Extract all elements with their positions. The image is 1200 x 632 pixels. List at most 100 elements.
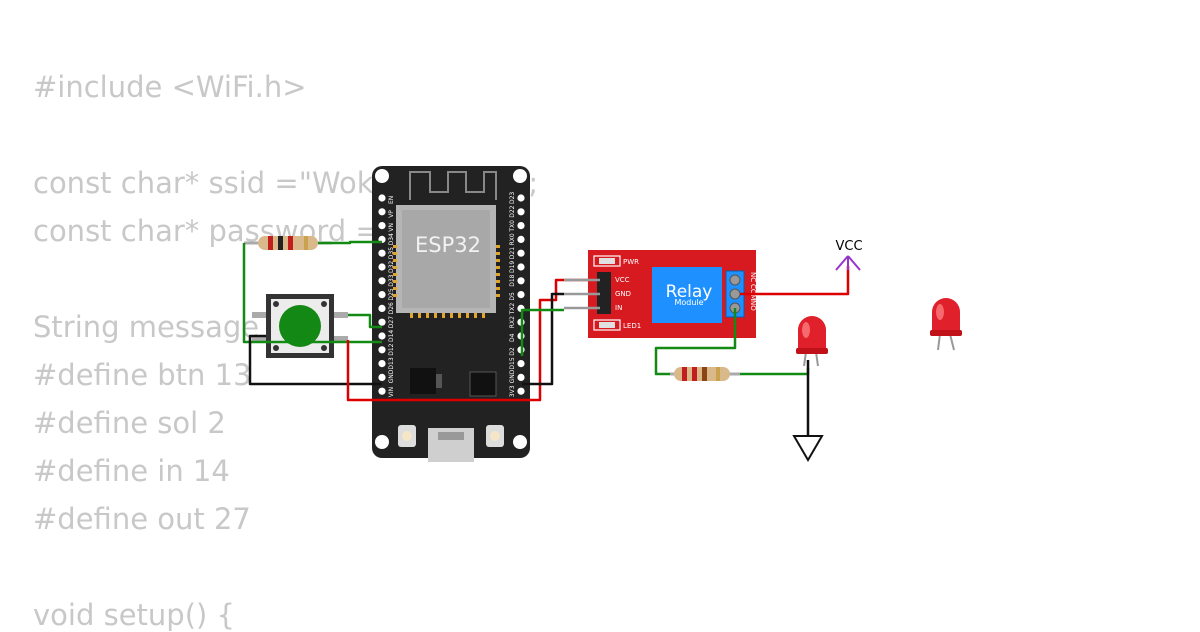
resistor-led [670,367,740,381]
relay-subtitle: Module [674,298,703,307]
esp32-right-pin[interactable] [517,263,525,271]
relay-pin-header [597,272,611,314]
esp32-boot-button[interactable] [486,425,504,447]
esp32-left-pin-label: D14 [388,330,395,342]
esp32-left-pin-label: D25 [388,288,395,300]
esp32-right-pin-label: D21 [509,247,516,259]
relay-pin-vcc-label: VCC [615,276,630,284]
esp32-right-pin[interactable] [517,387,525,395]
code-line: #include <WiFi.h> [33,70,307,104]
esp32-left-pin-label: D32 [388,261,395,273]
esp32-right-pin[interactable] [517,373,525,381]
relay-module[interactable]: Relay Module PWR LED1 VCC GND IN NC COM … [588,250,757,338]
esp32-right-pin-label: RX0 [509,233,516,245]
esp32-left-pin-label: VIN [388,387,395,397]
esp32-right-pin-label: TX2 [509,303,516,316]
esp32-right-pin-label: D2 [509,347,516,356]
relay-block [652,267,722,323]
esp32-right-pin-label: RX2 [509,316,516,328]
esp32-left-pin-label: VP [388,210,395,218]
red-led-1[interactable] [796,316,828,367]
relay-title: Relay [666,282,713,302]
esp32-left-pin[interactable] [378,318,386,326]
push-button-cap[interactable] [279,305,321,347]
esp32-left-pin[interactable] [378,360,386,368]
esp32-left-pin-label: D34 [388,233,395,245]
esp32-left-pin[interactable] [378,222,386,230]
esp32-left-pin[interactable] [378,373,386,381]
wire-green-relay-in [520,308,564,356]
esp32-right-pin-label: D5 [509,292,516,301]
push-button[interactable] [252,294,348,358]
esp32-left-pin-label: EN [388,196,395,204]
esp32-right-pin-label: TX0 [509,220,516,233]
esp32-left-pin-label: D35 [388,247,395,259]
wire-green-resistor-to-esp32 [318,240,382,245]
esp32-chip-label: ESP32 [415,233,481,257]
relay-terminal-com-label: COM [749,284,757,300]
esp32-left-pin[interactable] [378,263,386,271]
esp32-right-pin-label: D22 [509,205,516,217]
relay-led1-label: LED1 [623,322,641,330]
code-line: void setup() { [33,598,235,632]
relay-terminal-no-label: NO [749,300,757,311]
esp32-right-pin-label: D23 [509,192,516,204]
esp32-right-header [517,194,525,395]
esp32-left-pin[interactable] [378,277,386,285]
esp32-left-pin[interactable] [378,387,386,395]
relay-pin-in-label: IN [615,304,622,312]
wire-green-relay-no-to-resistor [654,308,737,376]
esp32-right-pin[interactable] [517,291,525,299]
ground-symbol [792,435,824,462]
esp32-left-pin-label: D33 [388,274,395,286]
code-line: #define sol 2 [33,406,226,440]
wire-green-resistor-to-button [242,243,382,344]
relay-terminal-nc-label: NC [749,272,757,282]
esp32-left-pin-label: D27 [388,316,395,328]
relay-pin-gnd-label: GND [615,290,631,298]
esp32-right-pin-label: D4 [509,333,516,342]
red-led-2[interactable] [930,298,962,351]
esp32-right-pin-label: GND [509,369,516,383]
esp32-right-pin-label: D18 [509,274,516,286]
usb-uart-ic [469,371,497,397]
wire-red-relay-com-to-vcc [740,266,850,296]
code-line: #define in 14 [33,454,230,488]
wire-black-button-gnd [248,334,382,386]
code-line: String message [33,310,260,344]
esp32-left-pin[interactable] [378,332,386,340]
esp32-left-pin[interactable] [378,249,386,257]
esp32-right-pin[interactable] [517,194,525,202]
voltage-regulator [410,368,436,394]
esp32-right-pin-label: D19 [509,261,516,273]
wire-green-button-to-d27 [348,313,382,329]
esp32-right-pin[interactable] [517,360,525,368]
esp32-left-pin[interactable] [378,304,386,312]
vcc-symbol: VCC [835,239,863,271]
esp32-right-pin[interactable] [517,277,525,285]
code-line: #define out 27 [33,502,251,536]
esp32-left-pin-label: GND [388,369,395,383]
esp32-right-pin[interactable] [517,222,525,230]
esp32-right-pin[interactable] [517,235,525,243]
esp32-right-pin-label: D15 [509,357,516,369]
esp32-left-pin[interactable] [378,291,386,299]
esp32-left-pin-label: D13 [388,357,395,369]
esp32-board[interactable]: ESP32 ENVPVND34D35D32D33D25D26D27D14D12D… [372,166,530,462]
esp32-en-button[interactable] [398,425,416,447]
relay-led-pwr-label: PWR [623,258,639,266]
esp32-right-pin[interactable] [517,208,525,216]
esp32-left-pin-label: VN [388,223,395,232]
esp32-left-header [378,194,386,395]
esp32-right-pin-label: 3V3 [509,385,516,397]
code-line: #define btn 13 [33,358,252,392]
esp32-right-pin[interactable] [517,249,525,257]
esp32-chip: ESP32 [393,205,500,318]
wire-red-button-3v3 [346,278,592,402]
esp32-left-pin[interactable] [378,194,386,202]
esp32-left-pin[interactable] [378,208,386,216]
vcc-label: VCC [835,239,862,254]
wire-black-relay-gnd [522,292,564,386]
esp32-left-pin[interactable] [378,346,386,354]
